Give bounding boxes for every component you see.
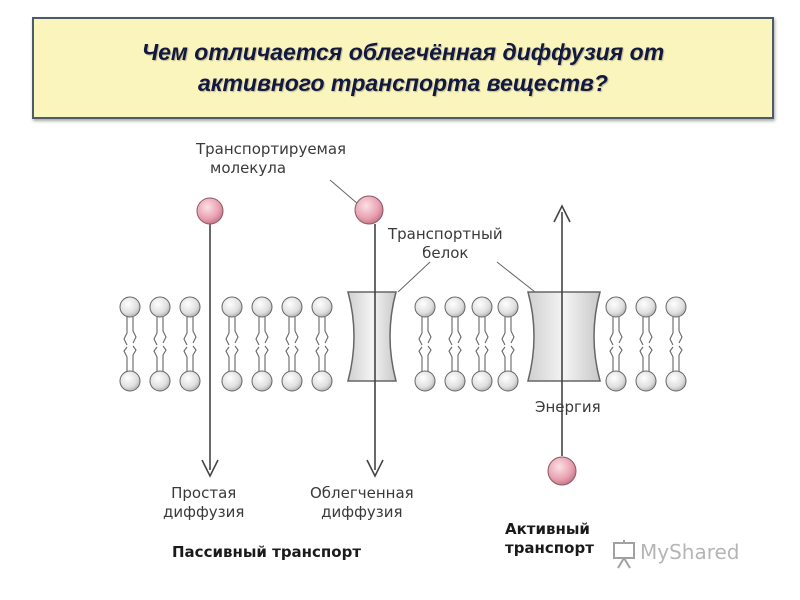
label-passive-transport: Пассивный транспорт: [172, 543, 362, 561]
lipid-head-top: [414, 296, 436, 318]
simple-diffusion-arrowhead: [201, 459, 219, 478]
lipid-head-top: [251, 296, 273, 318]
facilitated-diffusion-arrowhead: [366, 459, 384, 478]
phospholipid: [119, 296, 141, 392]
lipid-head-bottom: [471, 370, 493, 392]
lipid-head-bottom: [665, 370, 687, 392]
transport-protein-right: [527, 291, 601, 382]
label-energy: Энергия: [535, 398, 601, 416]
lipid-head-bottom: [281, 370, 303, 392]
label-simple-diffusion: Простая диффузия: [163, 484, 244, 522]
phospholipid: [311, 296, 333, 392]
lipid-head-bottom: [444, 370, 466, 392]
lipid-head-top: [665, 296, 687, 318]
label-facilitated-diffusion-line2: диффузия: [321, 503, 403, 521]
lipid-head-bottom: [635, 370, 657, 392]
label-transport-protein-line1: Транспортный: [388, 225, 503, 243]
label-simple-diffusion-line1: Простая: [171, 484, 237, 502]
molecule-label-leader: [329, 179, 359, 205]
phospholipid: [179, 296, 201, 392]
lipid-head-top: [471, 296, 493, 318]
lipid-head-top: [149, 296, 171, 318]
lipid-head-bottom: [497, 370, 519, 392]
active-transport-arrowhead: [553, 204, 571, 223]
label-transported-molecule-line2: молекула: [210, 159, 287, 177]
protein-label-leader-right: [496, 261, 536, 293]
title-line-2: активного транспорта веществ?: [198, 70, 608, 96]
phospholipid: [251, 296, 273, 392]
label-transported-molecule-line1: Транспортируемая: [196, 140, 347, 158]
protein-label-leader-left: [397, 261, 431, 293]
lipid-head-bottom: [221, 370, 243, 392]
phospholipid: [149, 296, 171, 392]
lipid-head-top: [281, 296, 303, 318]
lipid-head-bottom: [119, 370, 141, 392]
lipid-head-top: [179, 296, 201, 318]
lipid-head-top: [119, 296, 141, 318]
phospholipid: [414, 296, 436, 392]
phospholipid: [665, 296, 687, 392]
lipid-head-top: [635, 296, 657, 318]
watermark-text: MyShared: [640, 540, 740, 564]
molecule-facilitated: [354, 195, 384, 225]
phospholipid: [444, 296, 466, 392]
label-active-transport-line2: транспорт: [505, 539, 594, 557]
label-active-transport: Активный транспорт: [505, 520, 594, 558]
label-transport-protein: Транспортный белок: [388, 225, 503, 263]
molecule-simple: [196, 197, 224, 225]
phospholipid: [221, 296, 243, 392]
lipid-head-bottom: [311, 370, 333, 392]
lipid-head-bottom: [251, 370, 273, 392]
phospholipid: [281, 296, 303, 392]
label-transported-molecule: Транспортируемая молекула: [196, 140, 346, 178]
lipid-head-top: [605, 296, 627, 318]
phospholipid: [605, 296, 627, 392]
title-box: Чем отличается облегчённая диффузия от а…: [32, 17, 774, 119]
lipid-head-bottom: [149, 370, 171, 392]
lipid-head-top: [444, 296, 466, 318]
molecule-active: [547, 456, 577, 486]
lipid-head-top: [221, 296, 243, 318]
lipid-head-bottom: [179, 370, 201, 392]
myshared-logo-icon: [613, 540, 635, 569]
lipid-head-bottom: [414, 370, 436, 392]
watermark: MyShared: [610, 540, 740, 564]
lipid-head-top: [497, 296, 519, 318]
label-simple-diffusion-line2: диффузия: [163, 503, 245, 521]
label-facilitated-diffusion: Облегченная диффузия: [310, 484, 414, 522]
transport-protein-left: [347, 291, 397, 382]
title-line-1: Чем отличается облегчённая диффузия от: [141, 39, 665, 65]
label-transport-protein-line2: белок: [422, 244, 469, 262]
lipid-head-bottom: [605, 370, 627, 392]
phospholipid: [497, 296, 519, 392]
label-active-transport-line1: Активный: [505, 520, 590, 538]
label-facilitated-diffusion-line1: Облегченная: [310, 484, 414, 502]
phospholipid: [471, 296, 493, 392]
lipid-head-top: [311, 296, 333, 318]
phospholipid: [635, 296, 657, 392]
lipid-bilayer: [119, 296, 687, 392]
